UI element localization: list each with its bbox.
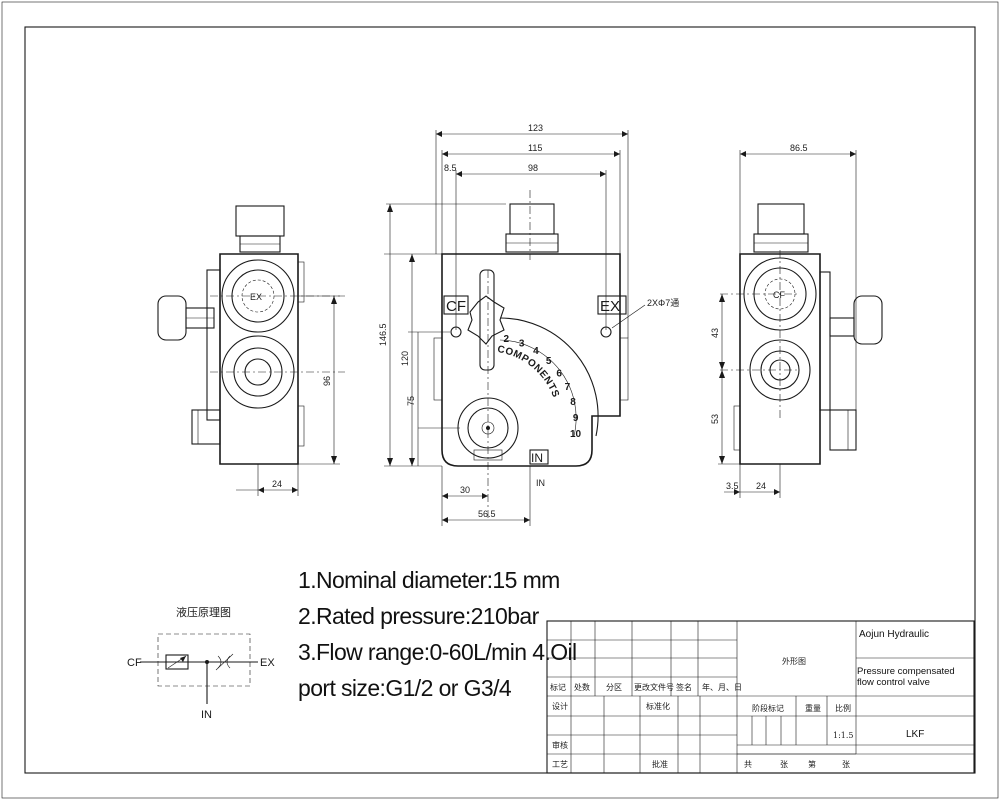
dim-115: 115 (528, 143, 542, 153)
schematic-in-label: IN (201, 709, 212, 721)
right-view-port-cf-label: CF (773, 290, 785, 300)
brand-arc-text: COMPONENTS (496, 344, 560, 399)
dial-number: 2 (504, 334, 510, 345)
dim-86-5: 86.5 (790, 143, 808, 153)
tb-header-zone: 分区 (606, 683, 622, 692)
tb-header-change-doc: 更改文件号 (634, 682, 674, 692)
dial-number: 7 (565, 382, 571, 393)
dial-number: 4 (533, 346, 539, 357)
tb-approve: 批准 (652, 759, 668, 769)
dim-53: 53 (710, 414, 720, 424)
title-block: 标记 处数 分区 更改文件号 签名 年、月、日 设计 标准化 审核 工艺 批准 … (546, 620, 975, 774)
svg-text:COMPONENTS: COMPONENTS (496, 344, 561, 399)
dim-120: 120 (400, 351, 410, 366)
dim-75: 75 (406, 396, 416, 406)
tb-sheets: 张 (780, 760, 788, 769)
spec-rated-pressure: 2.Rated pressure:210bar (298, 603, 539, 629)
dim-8-5: 8.5 (444, 163, 457, 173)
tb-stage-mark: 阶段标记 (752, 703, 784, 713)
tb-sheet: 张 (842, 760, 850, 769)
spec-port-size: port size:G1/2 or G3/4 (298, 675, 512, 701)
dim-96: 96 (322, 376, 332, 386)
tb-header-count: 处数 (574, 682, 590, 692)
dial-number: 5 (546, 356, 552, 367)
dial-number: 8 (570, 397, 576, 408)
schematic-title: 液压原理图 (176, 605, 231, 619)
tb-header-signature: 签名 (676, 682, 692, 692)
dial-number: 3 (519, 339, 525, 350)
tb-review: 审核 (552, 740, 568, 750)
dim-98: 98 (528, 163, 538, 173)
tb-header-date: 年、月、日 (702, 682, 742, 692)
tb-standardization: 标准化 (646, 701, 670, 711)
dim-123: 123 (528, 123, 543, 133)
tb-weight: 重量 (805, 703, 821, 713)
dial-number: 9 (573, 413, 579, 424)
dim-24-left: 24 (272, 479, 282, 489)
tb-sheet-no: 第 (808, 759, 816, 769)
dim-24-right: 24 (756, 481, 766, 491)
dim-3-5: 3.5 (726, 481, 739, 491)
tb-scale: 比例 (835, 703, 851, 713)
dim-56-5: 56.5 (478, 509, 496, 519)
tb-description: Pressure compensated flow control valve (857, 666, 955, 688)
tb-total: 共 (744, 760, 752, 769)
schematic-cf-label: CF (127, 657, 142, 669)
tb-company: Aojun Hydraulic (859, 629, 929, 640)
tb-code: LKF (906, 729, 924, 740)
right-side-view: CF 86.5 43 53 3.5 24 (710, 143, 883, 498)
left-view-port-ex-label: EX (250, 292, 262, 302)
dim-146-5: 146.5 (378, 323, 388, 346)
in-port-label: IN (531, 451, 543, 465)
hole-note: 2XΦ7通 (647, 298, 679, 308)
inner-frame (24, 26, 976, 774)
hydraulic-schematic: 液压原理图 CF EX IN (127, 605, 275, 721)
spec-flow-range: 3.Flow range:0-60L/min 4.Oil (298, 639, 577, 665)
ex-port-label: EX (600, 298, 620, 315)
dial-number: 6 (556, 368, 562, 379)
tb-header-mark: 标记 (550, 682, 566, 692)
tb-scale-value: 1:1.5 (833, 731, 854, 740)
tb-process: 工艺 (552, 760, 568, 769)
left-side-view: EX 96 24 (157, 205, 345, 496)
dial-number: 10 (570, 429, 582, 440)
spec-nominal-diameter: 1.Nominal diameter:15 mm (298, 567, 560, 593)
tb-drawing-name: 外形图 (782, 656, 806, 666)
dim-30: 30 (460, 485, 470, 495)
in-below-label: IN (536, 478, 545, 488)
dim-43: 43 (710, 328, 720, 338)
tb-design: 设计 (552, 701, 568, 711)
schematic-ex-label: EX (260, 657, 275, 669)
spec-list: 1.Nominal diameter:15 mm 2.Rated pressur… (298, 562, 577, 706)
